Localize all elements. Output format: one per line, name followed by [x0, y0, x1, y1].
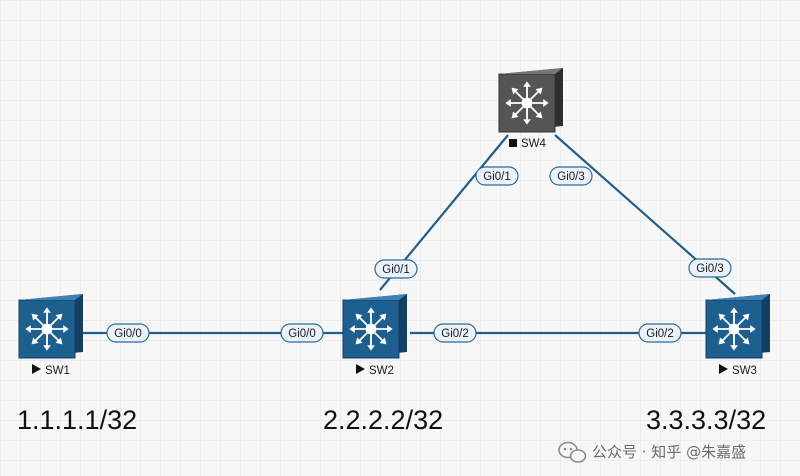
port-label-sw4-gi0-3[interactable]: Gi0/3	[549, 166, 593, 186]
port-label-sw2-gi0-0[interactable]: Gi0/0	[280, 323, 324, 343]
ip-label-sw3: 3.3.3.3/32	[646, 405, 766, 435]
node-label-sw1: SW1	[45, 365, 70, 377]
wechat-icon	[558, 441, 587, 463]
svg-text:Gi0/0: Gi0/0	[288, 328, 316, 340]
watermark: 公众号 · 知乎 @朱嘉盛	[558, 441, 746, 463]
port-label-sw1-gi0-0[interactable]: Gi0/0	[106, 323, 150, 343]
svg-text:Gi0/0: Gi0/0	[114, 328, 142, 340]
svg-text:Gi0/3: Gi0/3	[557, 171, 585, 183]
switch-icon	[504, 80, 550, 126]
port-label-sw4-gi0-1[interactable]: Gi0/1	[475, 166, 519, 186]
switch-icon	[348, 306, 394, 352]
switch-sw3[interactable]	[705, 294, 770, 359]
switch-sw1[interactable]	[18, 294, 83, 359]
play-icon	[719, 364, 728, 374]
switch-icon	[24, 306, 70, 352]
ip-label-sw2: 2.2.2.2/32	[323, 405, 443, 435]
svg-text:Gi0/1: Gi0/1	[483, 171, 511, 183]
port-label-sw3-gi0-3[interactable]: Gi0/3	[688, 258, 732, 278]
port-label-sw2-gi0-2[interactable]: Gi0/2	[433, 323, 477, 343]
svg-text:公众号 · 知乎 @朱嘉盛: 公众号 · 知乎 @朱嘉盛	[592, 443, 746, 461]
stop-icon	[509, 139, 517, 147]
svg-text:Gi0/3: Gi0/3	[696, 263, 724, 275]
switch-sw2[interactable]	[342, 294, 407, 359]
play-icon	[32, 364, 41, 374]
svg-text:Gi0/2: Gi0/2	[646, 328, 674, 340]
play-icon	[356, 364, 365, 374]
node-label-sw2: SW2	[369, 365, 394, 377]
svg-text:Gi0/2: Gi0/2	[441, 328, 469, 340]
port-label-sw2-gi0-1[interactable]: Gi0/1	[374, 259, 418, 279]
svg-text:Gi0/1: Gi0/1	[382, 264, 410, 276]
switch-sw4[interactable]	[498, 68, 563, 133]
port-label-sw3-gi0-2[interactable]: Gi0/2	[638, 323, 682, 343]
switch-icon	[711, 306, 757, 352]
ip-label-sw1: 1.1.1.1/32	[17, 405, 137, 435]
node-label-sw4: SW4	[521, 138, 547, 150]
node-label-sw3: SW3	[732, 365, 757, 377]
